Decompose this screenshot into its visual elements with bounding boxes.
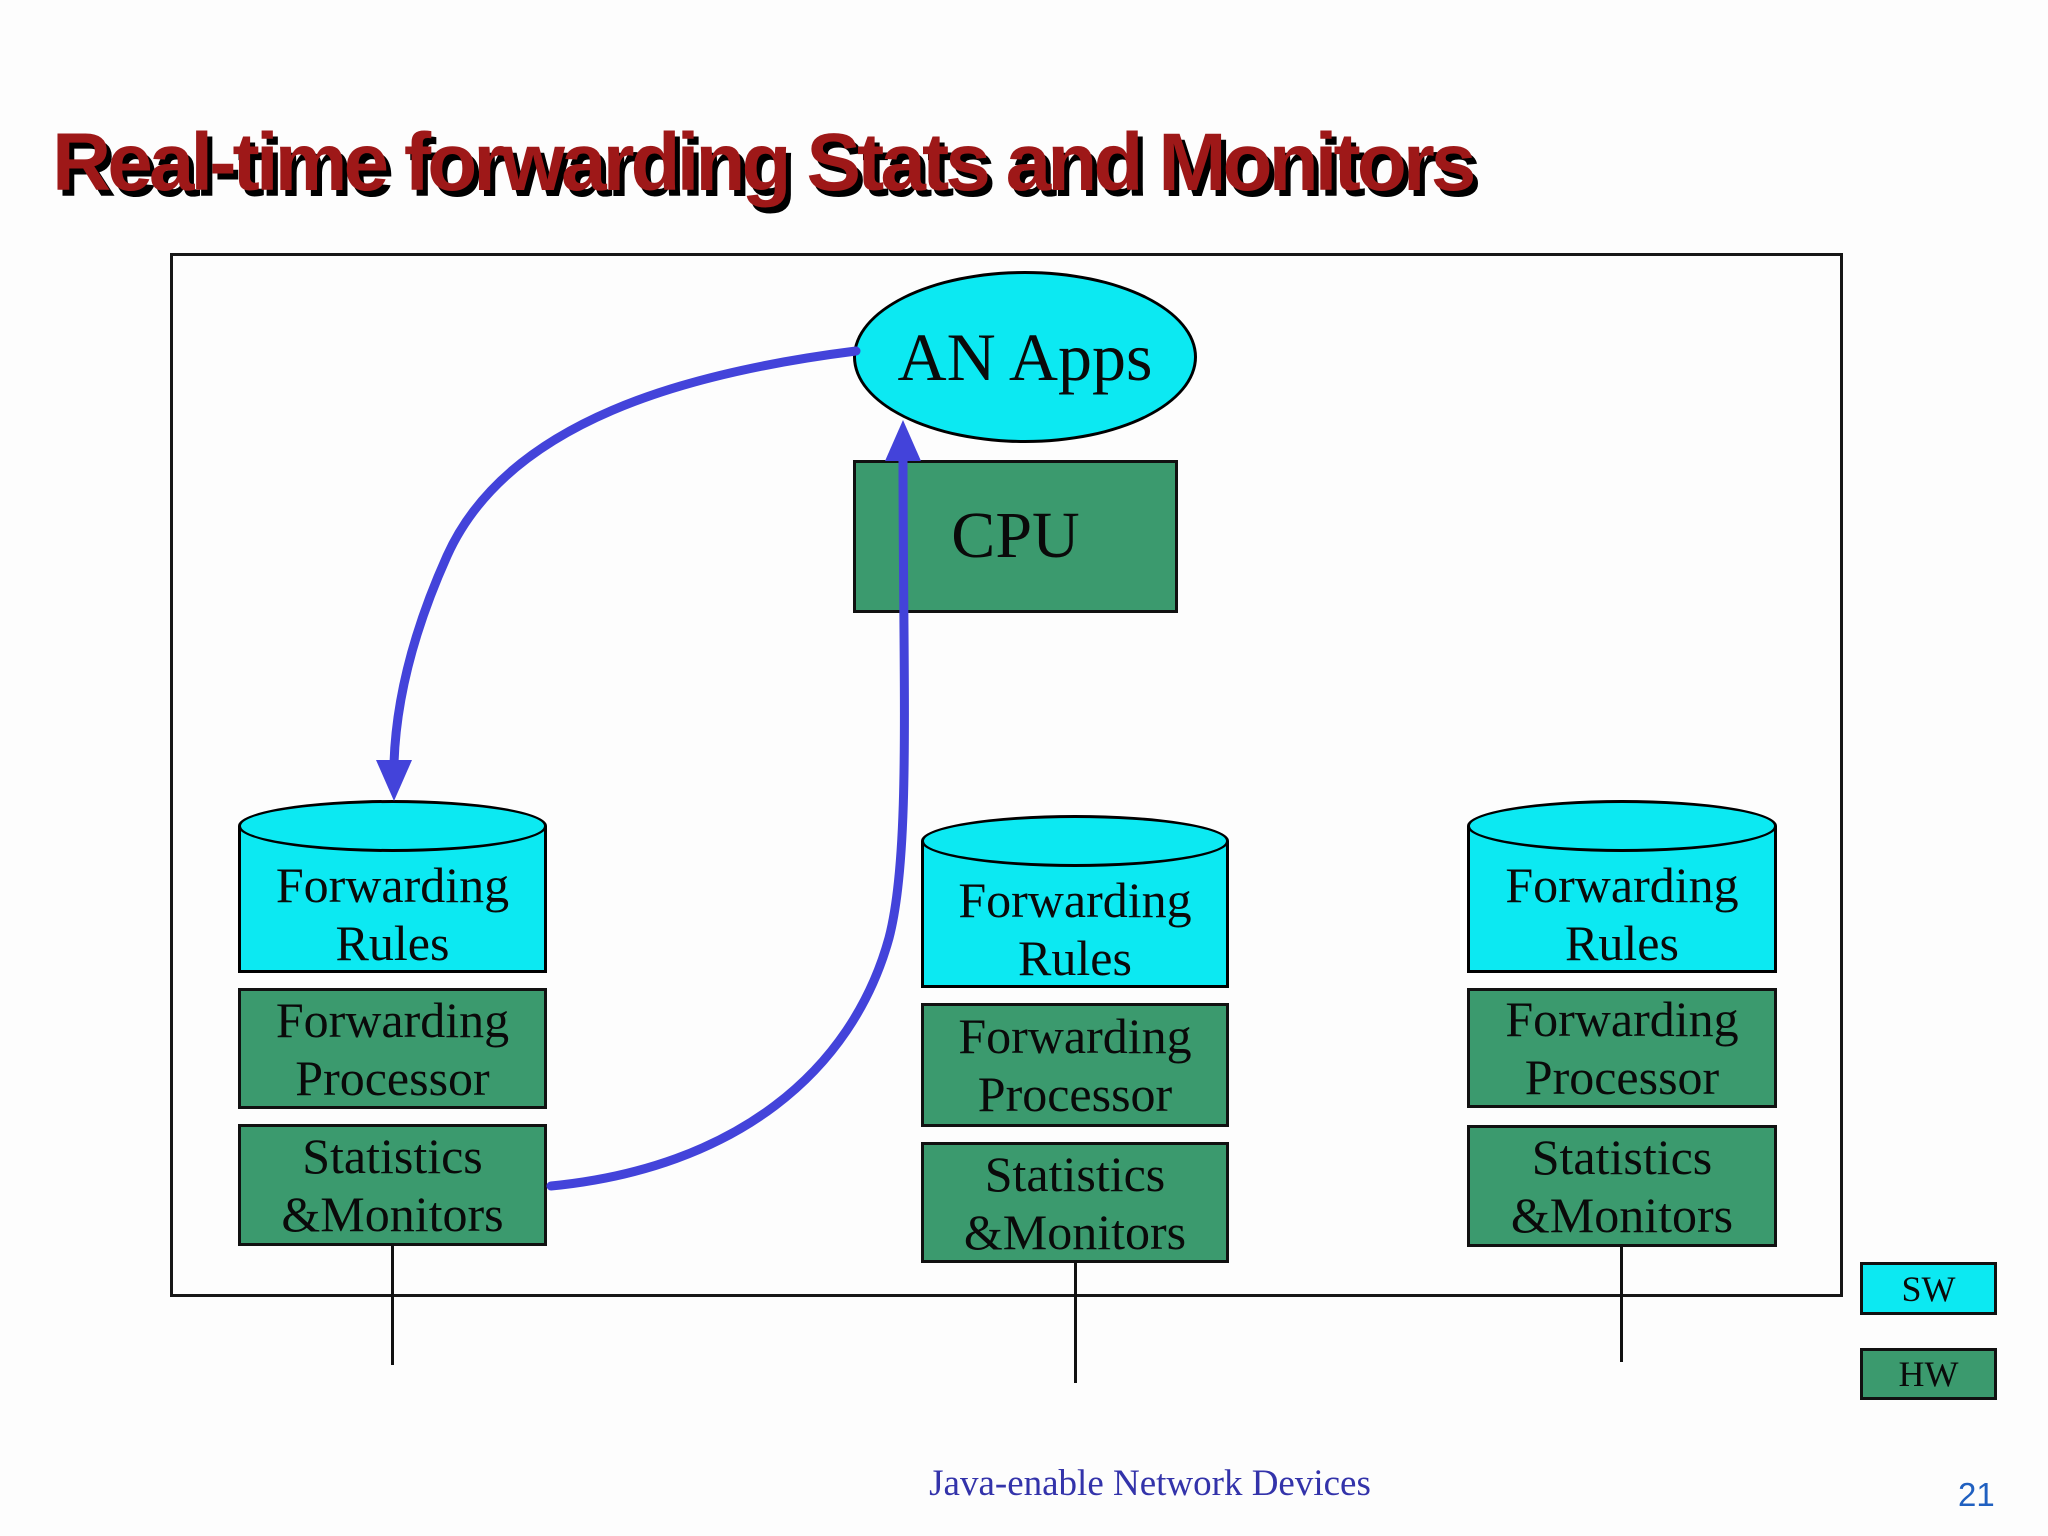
cylinder-top-icon <box>921 815 1229 867</box>
port-line-3 <box>1620 1247 1623 1362</box>
statistics-monitors-label-3: Statistics &Monitors <box>1510 1129 1734 1243</box>
an-apps-label: AN Apps <box>897 318 1153 395</box>
page-number: 21 <box>1958 1476 1995 1513</box>
cylinder-top-icon <box>1467 800 1777 852</box>
forwarding-processor-box-3: Forwarding Processor <box>1467 988 1777 1108</box>
forwarding-processor-label-2: Forwarding Processor <box>958 1008 1192 1122</box>
forwarding-rules-label-3: Forwarding Rules <box>1505 857 1739 971</box>
cylinder-top-icon <box>238 800 547 852</box>
forwarding-processor-box-2: Forwarding Processor <box>921 1003 1229 1127</box>
cpu-box: CPU <box>853 460 1178 613</box>
forwarding-processor-box-1: Forwarding Processor <box>238 988 547 1109</box>
cylinder-body-icon <box>1467 826 1777 973</box>
forwarding-rules-cylinder-1: Forwarding Rules <box>238 800 547 973</box>
statistics-monitors-label-2: Statistics &Monitors <box>963 1145 1187 1260</box>
legend-sw-box: SW <box>1860 1262 1997 1315</box>
port-line-1 <box>391 1246 394 1365</box>
legend-hw-label: HW <box>1898 1354 1959 1394</box>
cpu-label: CPU <box>951 499 1080 573</box>
forwarding-rules-cylinder-2: Forwarding Rules <box>921 815 1229 988</box>
statistics-monitors-box-3: Statistics &Monitors <box>1467 1125 1777 1247</box>
footer-text: Java-enable Network Devices <box>929 1463 1371 1504</box>
statistics-monitors-box-1: Statistics &Monitors <box>238 1124 547 1246</box>
forwarding-rules-label-2: Forwarding Rules <box>958 872 1192 986</box>
forwarding-processor-label-3: Forwarding Processor <box>1505 991 1739 1105</box>
forwarding-rules-cylinder-3: Forwarding Rules <box>1467 800 1777 973</box>
statistics-monitors-box-2: Statistics &Monitors <box>921 1142 1229 1263</box>
forwarding-rules-label-1: Forwarding Rules <box>275 857 510 971</box>
diagram-outer-box <box>170 253 1843 1297</box>
legend-hw-box: HW <box>1860 1348 1997 1400</box>
legend-sw-label: SW <box>1901 1268 1956 1309</box>
slide-title: Real-time forwarding Stats and Monitors <box>52 117 1476 208</box>
statistics-monitors-label-1: Statistics &Monitors <box>281 1128 504 1242</box>
an-apps-ellipse: AN Apps <box>853 271 1197 443</box>
forwarding-processor-label-1: Forwarding Processor <box>275 991 510 1106</box>
port-line-2 <box>1074 1263 1077 1383</box>
